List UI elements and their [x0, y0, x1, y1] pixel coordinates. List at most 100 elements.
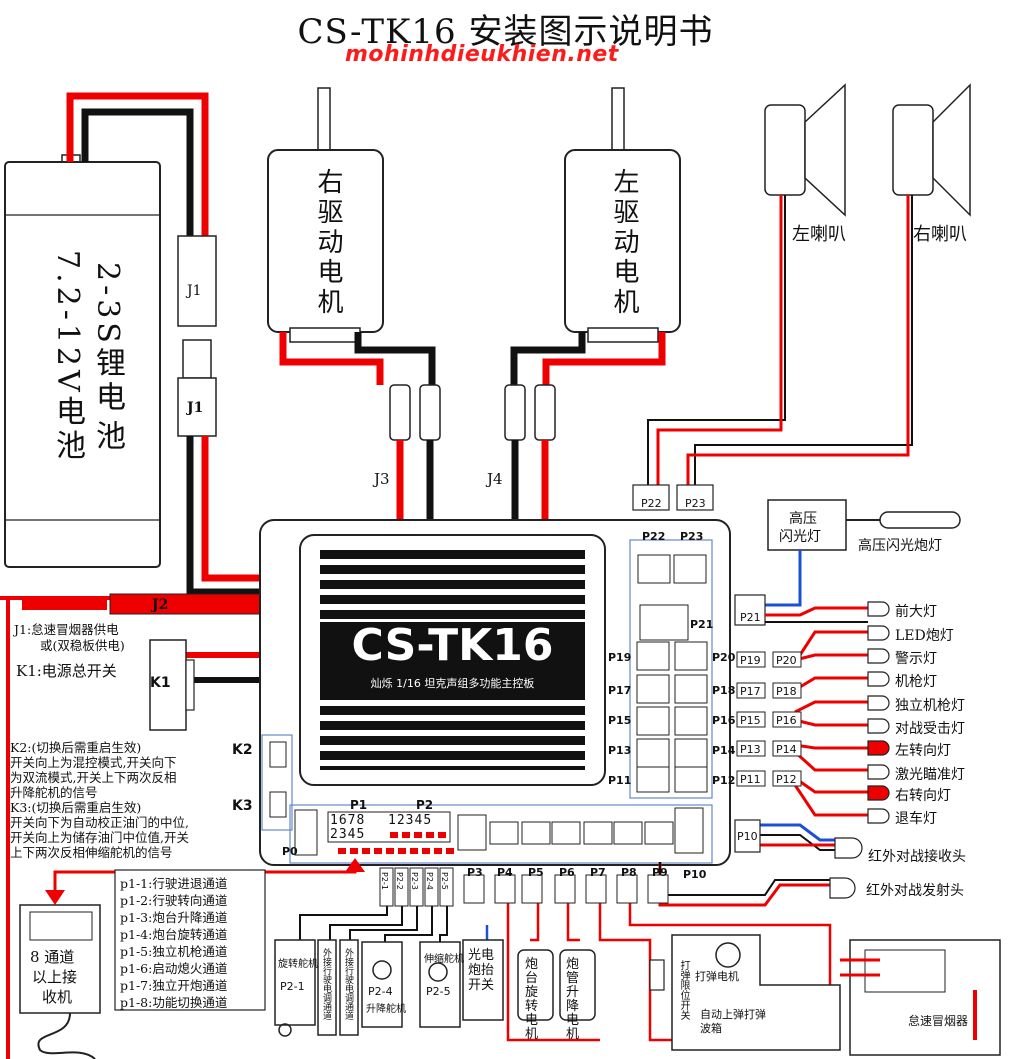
p1-pin-2: 2 [330, 827, 339, 842]
gun-switch [462, 939, 504, 1021]
receiver-line1: 8 通道 [30, 948, 75, 966]
board-subtitle: 灿烁 1/16 坦克声组多功能主控板 [370, 677, 535, 690]
p23-tag: P23 [685, 497, 706, 510]
p2-pin-2: 2 [396, 813, 406, 828]
j1-connector-bottom [177, 339, 217, 437]
p1-label: P1 [350, 798, 368, 812]
port-p4: P4 [497, 866, 513, 879]
p22-tag: P22 [641, 497, 662, 510]
p2-tag-1: P2-1 [380, 872, 389, 890]
channel-4: p1-4:炮台旋转通道 [120, 927, 228, 942]
p2-pin-4: 4 [414, 813, 424, 828]
servo3-label: 外接行驶电调通道 [343, 948, 353, 1020]
note-k2-1: K2:(切换后需重启生效) [10, 740, 142, 755]
p1-pin-3: 3 [338, 827, 348, 842]
channel-2: p1-2:行驶转向通道 [120, 893, 228, 908]
shot-motor-label: 打弹电机 [695, 970, 739, 983]
channel-6: p1-6:启动熄火通道 [120, 961, 228, 976]
right-motor [267, 87, 384, 343]
p2-tag-2: P2-2 [395, 872, 404, 890]
flash-box-line1: 高压 [789, 511, 817, 527]
channel-5: p1-5:独立机枪通道 [120, 944, 228, 959]
j2-label: J2 [152, 597, 169, 613]
board-brand: CS-TK16 [351, 620, 554, 671]
note-k1: K1:电源总开关 [16, 662, 117, 680]
light-right-turn: 右转向灯 [895, 788, 951, 804]
right-speaker-label: 右喇叭 [913, 224, 967, 245]
p2-tag-4: P2-4 [425, 872, 434, 890]
board-p23: P23 [680, 530, 704, 543]
port-p5: P5 [528, 866, 544, 879]
note-k3-3: 开关向上为储存油门中位值,开关 [10, 830, 189, 845]
barrel-motor [559, 949, 596, 1021]
servo5-tag: P2-5 [426, 985, 451, 998]
port-p8: P8 [621, 866, 637, 879]
note-j1: J1:怠速冒烟器供电 [14, 622, 119, 637]
j1-top-label: J1 [187, 283, 202, 299]
gearbox-label: 自动上弹打弹波箱 [700, 1008, 766, 1035]
note-k2-2: 开关向上为混控模式,开关向下 [10, 755, 177, 770]
note-k3-2: 开关向下为自动校正油门的中位, [10, 815, 189, 830]
p2-top-pins: 12345 [388, 813, 432, 828]
light-warning: 警示灯 [895, 651, 937, 667]
k3-label: K3 [232, 798, 253, 814]
reset-switch-label: 打弹限位开关 [678, 960, 689, 1020]
receiver-line3: 收机 [42, 988, 73, 1006]
light-laser: 激光瞄准灯 [895, 767, 965, 783]
ir-rx-label: 红外对战接收头 [868, 849, 966, 865]
board-p21: P21 [690, 618, 714, 631]
tag-p10: P10 [737, 830, 758, 843]
note-k2-4: 升降舵机的信号 [10, 785, 98, 800]
port-p15: P15 [608, 714, 632, 727]
port-p16: P16 [712, 714, 736, 727]
board-stripes [320, 559, 585, 766]
left-speaker-label: 左喇叭 [792, 224, 846, 245]
tag-p17: P17 [740, 685, 761, 698]
port-p13: P13 [608, 744, 632, 757]
port-p3: P3 [467, 866, 483, 879]
turret-motor-label: 炮台旋转电机 [525, 957, 539, 1042]
channel-3: p1-3:炮台升降通道 [120, 910, 228, 925]
note-j1b: 或(双稳板供电) [40, 638, 125, 653]
p1-pin-5: 5 [356, 827, 366, 842]
flash-tube [879, 511, 961, 529]
rotate-servo [274, 939, 316, 1026]
light-reverse: 退车灯 [895, 811, 937, 827]
note-k2-3: 为双流模式,开关上下两次反相 [10, 770, 177, 785]
receiver-box [19, 904, 101, 1014]
port-p18: P18 [712, 684, 736, 697]
p2-label: P2 [416, 798, 434, 812]
port-p17: P17 [608, 684, 632, 697]
left-speaker [764, 83, 846, 217]
servo4-tag: P2-4 [368, 985, 393, 998]
tag-p15: P15 [740, 714, 761, 727]
barrel-motor-label: 炮管升降电机 [566, 957, 580, 1042]
tag-p12: P12 [776, 773, 797, 786]
k1-switch[interactable] [149, 639, 195, 731]
p1-bottom-pins: 2345 [330, 827, 365, 842]
left-motor [564, 87, 681, 343]
light-indep-mg: 独立机枪灯 [895, 698, 965, 714]
port-p9: P9 [652, 866, 668, 879]
port-p11: P11 [608, 774, 632, 787]
p2-tag-3: P2-3 [410, 872, 419, 890]
p2-tag-5: P2-5 [440, 872, 449, 890]
extend-servo [419, 941, 461, 1028]
port-p19: P19 [608, 651, 632, 664]
tag-p18: P18 [776, 685, 797, 698]
j4-connectors [504, 384, 556, 441]
j3-connectors [389, 384, 441, 441]
battery-line2: 7.2-12V电池 [50, 250, 85, 464]
p1-top-pins: 1678 [330, 813, 365, 828]
esc-channel-2 [339, 939, 359, 1036]
j4-label: J4 [487, 470, 503, 488]
servo1-label: 旋转舵机 [278, 959, 318, 970]
right-motor-label: 右驱动电机 [313, 168, 343, 318]
tag-p14: P14 [776, 743, 797, 756]
gun-switch-label: 光电炮抬开关 [468, 948, 495, 993]
j3-label: J3 [374, 470, 390, 488]
servo5-label: 伸缩舵机 [424, 954, 464, 965]
tag-p13: P13 [740, 743, 761, 756]
receiver-line2: 以上接 [32, 968, 78, 986]
